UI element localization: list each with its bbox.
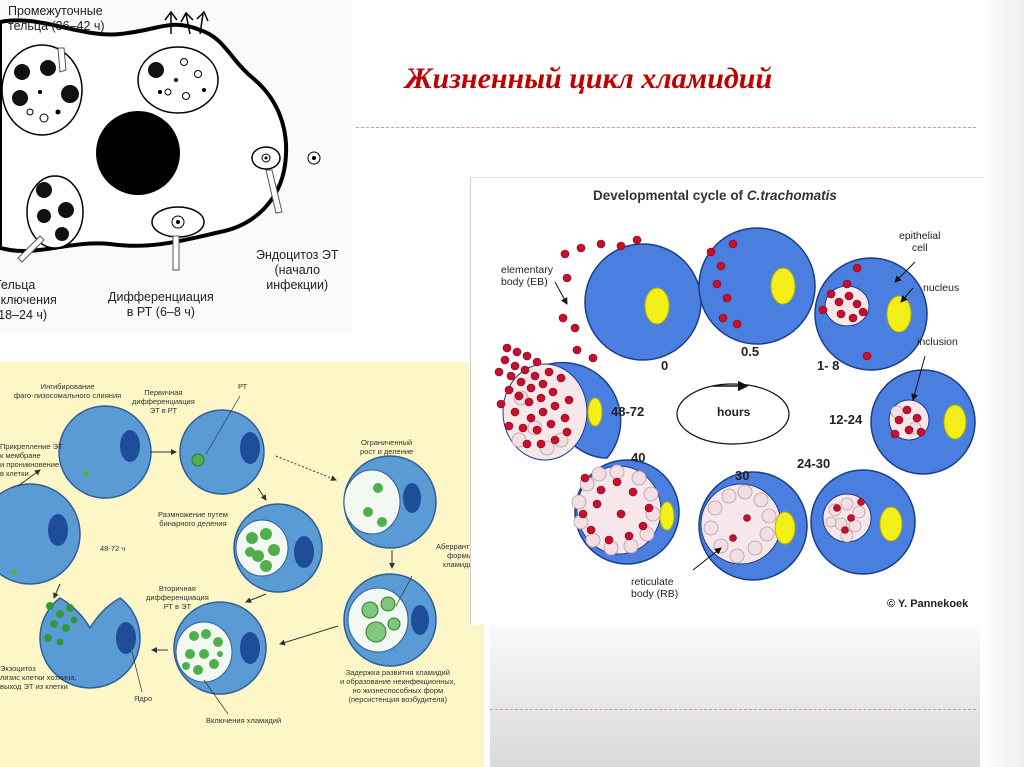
russian-cycle-diagram: Ингибирование фаго-лизосомального слияни… [0, 362, 484, 767]
cell-12-24h [871, 370, 975, 474]
inclusion-bottom-left [27, 176, 83, 248]
developmental-cycle-title: Developmental cycle of C.trachomatis [593, 190, 837, 202]
label-differentiation: Дифференциация в РТ (6–8 ч) [108, 290, 214, 320]
label-epithelial-cell: epithelial cell [899, 230, 940, 254]
timepoint-24-30: 24-30 [797, 458, 830, 470]
ru-label-exocytosis: Экзоцитоз лизис клетки хозяина, выход ЭТ… [0, 664, 77, 691]
label-elementary-body: elementary body (EB) [501, 264, 553, 288]
timepoint-30: 30 [735, 470, 749, 482]
timepoint-1-8: 1- 8 [817, 360, 839, 372]
ru-cell-limited [344, 456, 436, 548]
timepoint-40: 40 [631, 452, 645, 464]
title-divider [356, 127, 976, 128]
ru-label-binary-fission: Размножение путем бинарного деления [158, 510, 228, 528]
ru-label-nucleus: Ядро [134, 694, 152, 703]
russian-cycle-drawing [0, 362, 484, 767]
ru-label-inhibition: Ингибирование фаго-лизосомального слияни… [14, 382, 121, 400]
inclusion-top-right [138, 47, 218, 113]
ru-cell-attach [59, 406, 151, 498]
ru-label-primary-diff: Первичная дифференциация ЭТ в РТ [132, 388, 195, 415]
timepoint-0-5: 0.5 [741, 346, 759, 358]
label-intermediate-bodies: Промежуточные тельца (36–42 ч) [8, 4, 105, 34]
inclusion-bottom-center [152, 207, 204, 237]
label-inclusion-bodies: Тельца включения (18–24 ч) [0, 278, 57, 323]
label-inclusion: inclusion [917, 336, 958, 348]
ru-label-secondary-diff: Вторичная дифференциация РТ в ЭТ [146, 584, 209, 611]
english-cycle-diagram: Developmental cycle of C.trachomatis ele… [470, 177, 983, 625]
label-hours: hours [717, 406, 750, 418]
label-endocytosis: Эндоцитоз ЭТ (начало инфекции) [256, 248, 339, 293]
schematic-cell-diagram: Промежуточные тельца (36–42 ч) Тельца вк… [0, 0, 352, 335]
bottom-divider [490, 709, 976, 710]
slide-background-edge [980, 0, 1024, 767]
ru-cell-secondary [174, 602, 266, 694]
ru-label-attach: Прикрепление ЭТ к мембране и проникновен… [0, 442, 63, 478]
ru-label-persistence: Задержка развития хламидий и образование… [340, 668, 456, 704]
ru-label-limited-growth: Ограниченный рост и деление [360, 438, 413, 456]
ru-cell-binary [234, 504, 322, 592]
slide-background-gradient [490, 600, 1024, 767]
inclusion-top-left [2, 45, 82, 135]
timepoint-48-72: 48-72 [611, 406, 644, 418]
ru-label-inclusions: Включения хламидий [206, 716, 281, 725]
label-reticulate-body: reticulate body (RB) [631, 576, 678, 600]
ru-cell-aberrant [344, 574, 436, 666]
timepoint-0: 0 [661, 360, 668, 372]
cell-0h [585, 244, 701, 360]
ru-label-hours: 48-72 ч [100, 544, 125, 553]
ru-cell-primary [180, 410, 264, 494]
ru-label-rt: РТ [238, 382, 247, 391]
ru-cell-left-partial [0, 484, 80, 584]
label-nucleus: nucleus [923, 282, 959, 294]
copyright: © Y. Pannekoek [887, 598, 968, 610]
slide-title: Жизненный цикл хламидий [405, 62, 772, 96]
timepoint-12-24: 12-24 [829, 414, 862, 426]
cell-1-8h [815, 258, 927, 370]
